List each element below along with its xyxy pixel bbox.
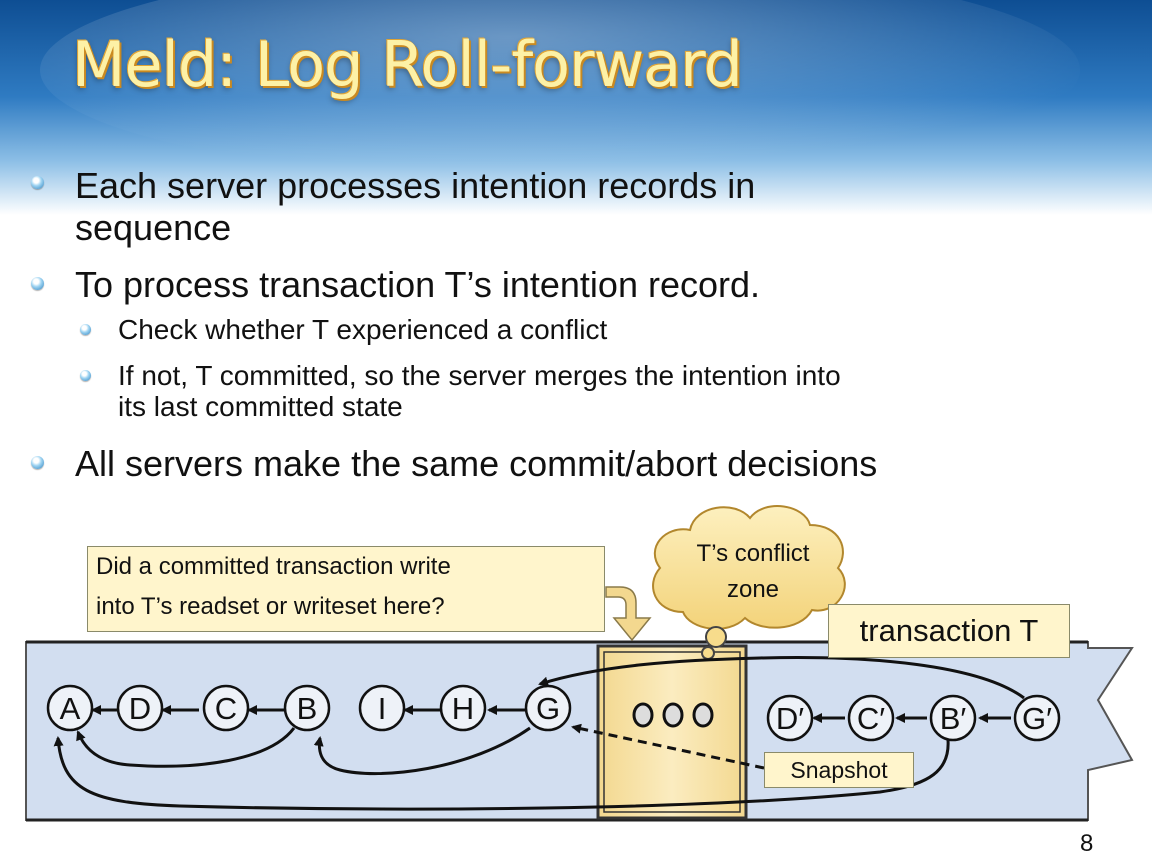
question-line1: Did a committed transaction write (96, 553, 451, 580)
ellipsis-icon (632, 702, 714, 728)
conflict-zone-inner (603, 651, 741, 813)
bullet-2-line1: To process transaction T’s intention rec… (75, 264, 761, 305)
arrow-gprime-to-g (538, 655, 1025, 700)
intention-node-label: C′ (857, 701, 885, 736)
log-node: I (358, 684, 406, 732)
snapshot-dashed-arrow (571, 723, 765, 770)
bullet-1-line1: Each server processes intention records … (75, 165, 756, 206)
snapshot-label: Snapshot (764, 752, 914, 788)
sub-bullet-2-line1: If not, T committed, so the server merge… (118, 360, 841, 391)
intention-node: G′ (1013, 694, 1061, 742)
bullet-3-line1: All servers make the same commit/abort d… (75, 443, 878, 484)
intention-node-label: G′ (1022, 701, 1052, 736)
conflict-zone (596, 644, 748, 820)
bullet-icon (31, 456, 44, 469)
log-node: H (439, 684, 487, 732)
sub-bullet-1-line1: Check whether T experienced a conflict (118, 314, 608, 345)
log-node: C (202, 684, 250, 732)
log-node-label: H (452, 691, 474, 726)
sub-bullet-icon (80, 324, 91, 335)
sub-bullet-2: If not, T committed, so the server merge… (118, 360, 841, 423)
thought-cloud (652, 505, 846, 660)
sub-bullet-icon (80, 370, 91, 381)
question-line2: into T’s readset or writeset here? (96, 593, 445, 620)
intention-node-label: B′ (940, 701, 967, 736)
log-node: A (46, 684, 94, 732)
cloud-line1: T’s conflict (696, 540, 810, 567)
intention-node-label: D′ (776, 701, 804, 736)
sub-bullet-1: Check whether T experienced a conflict (118, 314, 607, 347)
log-node-label: D (129, 691, 151, 726)
page-number: 8 (1080, 830, 1094, 857)
log-node-label: I (378, 691, 387, 726)
cloud-line2: zone (726, 576, 780, 603)
log-node-circle (283, 684, 331, 732)
log-node-label: B (297, 691, 318, 726)
intention-node-circle (1013, 694, 1061, 742)
intention-node-group: D′ C′ B′ G′ (766, 694, 1061, 742)
down-arrow-icon (605, 586, 652, 642)
log-node: D (116, 684, 164, 732)
intention-node-circle (929, 694, 977, 742)
arrow-g-to-b (313, 726, 531, 776)
bullet-3: All servers make the same commit/abort d… (75, 443, 877, 485)
log-node: G (524, 684, 572, 732)
slide-title: Meld: Log Roll-forward (72, 28, 743, 101)
intention-node: B′ (929, 694, 977, 742)
bullet-icon (31, 176, 44, 189)
log-node: B (283, 684, 331, 732)
log-node-label: G (536, 691, 560, 726)
log-node-label: C (215, 691, 237, 726)
log-node-label: A (60, 691, 81, 726)
intention-node: C′ (847, 694, 895, 742)
arrow-b-to-a (76, 727, 296, 768)
bullet-2: To process transaction T’s intention rec… (75, 264, 760, 306)
bullet-1-line2: sequence (75, 207, 232, 249)
transaction-label: transaction T (828, 604, 1070, 658)
log-node-circle (439, 684, 487, 732)
question-callout: Did a committed transaction write into T… (87, 546, 605, 632)
bullet-icon (31, 277, 44, 290)
intention-node: D′ (766, 694, 814, 742)
intention-node-circle (847, 694, 895, 742)
bullet-1: Each server processes intention records … (75, 165, 755, 249)
cloud-label: T’s conflict zone (650, 536, 856, 608)
sub-bullet-2-line2: its last committed state (118, 390, 403, 422)
